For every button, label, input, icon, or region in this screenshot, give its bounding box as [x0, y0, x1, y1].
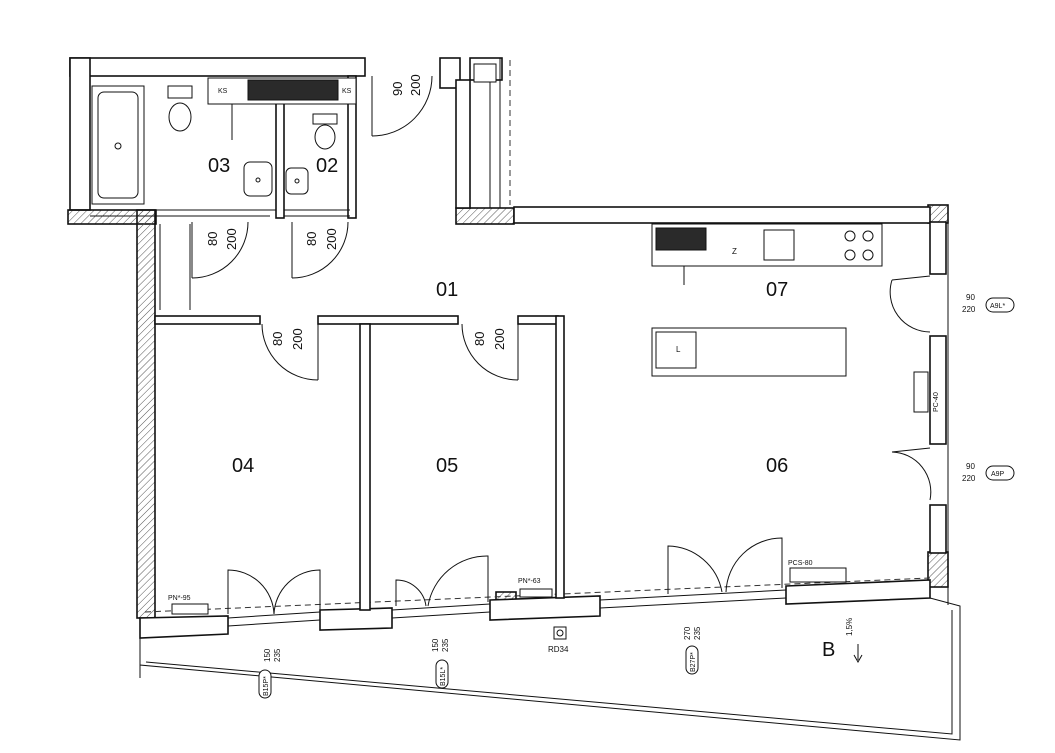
dim-bath-height: 200 — [224, 228, 239, 250]
wall-left-bath — [69, 57, 91, 211]
wall-right-1 — [929, 221, 947, 275]
walls — [67, 57, 961, 741]
radiator-label-pc40: PC-40 — [933, 392, 940, 412]
room-label-05: 05 — [436, 455, 458, 477]
kitchen-sink-icon — [763, 229, 795, 261]
section-label: B — [822, 639, 835, 661]
balcony-tag-a9l: A9L* — [990, 303, 1005, 310]
balcony-tag-a9p: A9P — [991, 471, 1005, 478]
kitchen-l-label: L — [676, 345, 681, 354]
balcony-door-dimensions: 90 220 A9L* 90 220 A9P — [962, 293, 1015, 483]
dim-room04-height: 200 — [290, 328, 305, 350]
ks-label-left: KS — [218, 88, 228, 95]
room-label-07: 07 — [766, 279, 788, 301]
dim-entry-width: 90 — [390, 82, 405, 96]
drain-label: RD34 — [548, 645, 569, 654]
slope-label: 1,5% — [845, 618, 854, 636]
toilet-icon — [168, 102, 192, 132]
radiator-pcs80 — [789, 567, 847, 583]
dim-entry-height: 200 — [408, 74, 423, 96]
dim-w2-height: 235 — [441, 638, 450, 652]
room-label-01: 01 — [436, 279, 458, 301]
dim-w2-width: 150 — [431, 638, 440, 652]
wall-bottom-2 — [319, 607, 393, 631]
wall-top-entry — [439, 57, 461, 89]
dim-w3-height: 235 — [693, 626, 702, 640]
radiator-label-pcs80: PCS-80 — [788, 560, 813, 567]
dim-room05-width: 80 — [472, 332, 487, 346]
door-dimensions: 90 200 80 200 80 200 80 200 80 200 — [205, 74, 507, 350]
dim-w3-width: 270 — [683, 626, 692, 640]
ks-pipes — [247, 79, 339, 101]
wall-wc-right — [347, 75, 357, 219]
wall-right-2 — [929, 335, 947, 445]
wall-top-bath — [69, 57, 366, 77]
dim-a9l-height: 220 — [962, 305, 976, 314]
room-label-02: 02 — [316, 155, 338, 177]
wall-top-04-b — [317, 315, 459, 325]
room-label-06: 06 — [766, 455, 788, 477]
dim-w1-width: 150 — [263, 648, 272, 662]
radiator-label-pn63: PN*-63 — [518, 578, 541, 585]
doors — [191, 75, 932, 615]
slope-arrow-icon — [853, 644, 863, 664]
stove-icon — [655, 227, 707, 251]
toilet-02-icon — [314, 124, 336, 150]
dim-wc-width: 80 — [304, 232, 319, 246]
radiator-pn95 — [171, 603, 209, 615]
wall-hatch-entry — [455, 207, 515, 225]
wall-top-05-b — [517, 315, 559, 325]
radiator-pn63 — [519, 588, 553, 598]
wall-hatch-right-bottom — [927, 551, 949, 588]
dim-w1-height: 235 — [273, 648, 282, 662]
ks-label-right: KS — [342, 88, 352, 95]
wall-hatch-left-vertical — [136, 209, 156, 619]
radiator-label-pn95: PN*-95 — [168, 595, 191, 602]
dim-a9l-width: 90 — [966, 293, 975, 302]
wall-partition-0506 — [555, 315, 565, 599]
wall-top-living — [513, 206, 931, 224]
dim-a9p-height: 220 — [962, 474, 976, 483]
wall-bottom-3 — [489, 595, 601, 621]
wall-right-3 — [929, 504, 947, 554]
wall-entry-right — [455, 79, 471, 209]
interior-walls — [90, 75, 565, 611]
window-tag-w3: B27P* — [690, 652, 697, 672]
radiator-pc40 — [913, 371, 929, 413]
wall-partition-0405 — [359, 323, 371, 611]
kitchen-z-label: Z — [732, 247, 737, 256]
dim-bath-width: 80 — [205, 232, 220, 246]
dim-room04-width: 80 — [270, 332, 285, 346]
room-labels: 03 02 01 07 04 05 06 — [208, 155, 788, 477]
window-dimensions: 150 235 B15P* 150 235 B15L* 270 235 B27P… — [258, 626, 702, 699]
misc-labels: PN*-95 PN*-63 PCS-80 PC-40 RD34 B 1,5% K… — [168, 88, 940, 664]
fixtures — [91, 63, 929, 640]
dim-wc-height: 200 — [324, 228, 339, 250]
wall-partition-0302 — [275, 99, 285, 219]
wall-top-04-a — [154, 315, 261, 325]
dim-a9p-width: 90 — [966, 462, 975, 471]
dim-room05-height: 200 — [492, 328, 507, 350]
room-label-03: 03 — [208, 155, 230, 177]
room-label-04: 04 — [232, 455, 254, 477]
window-tag-w2: B15L* — [440, 667, 447, 686]
wall-hatch-right-top — [927, 204, 949, 224]
wall-bottom-1 — [139, 615, 229, 639]
window-tag-w1: B15P* — [263, 676, 270, 696]
